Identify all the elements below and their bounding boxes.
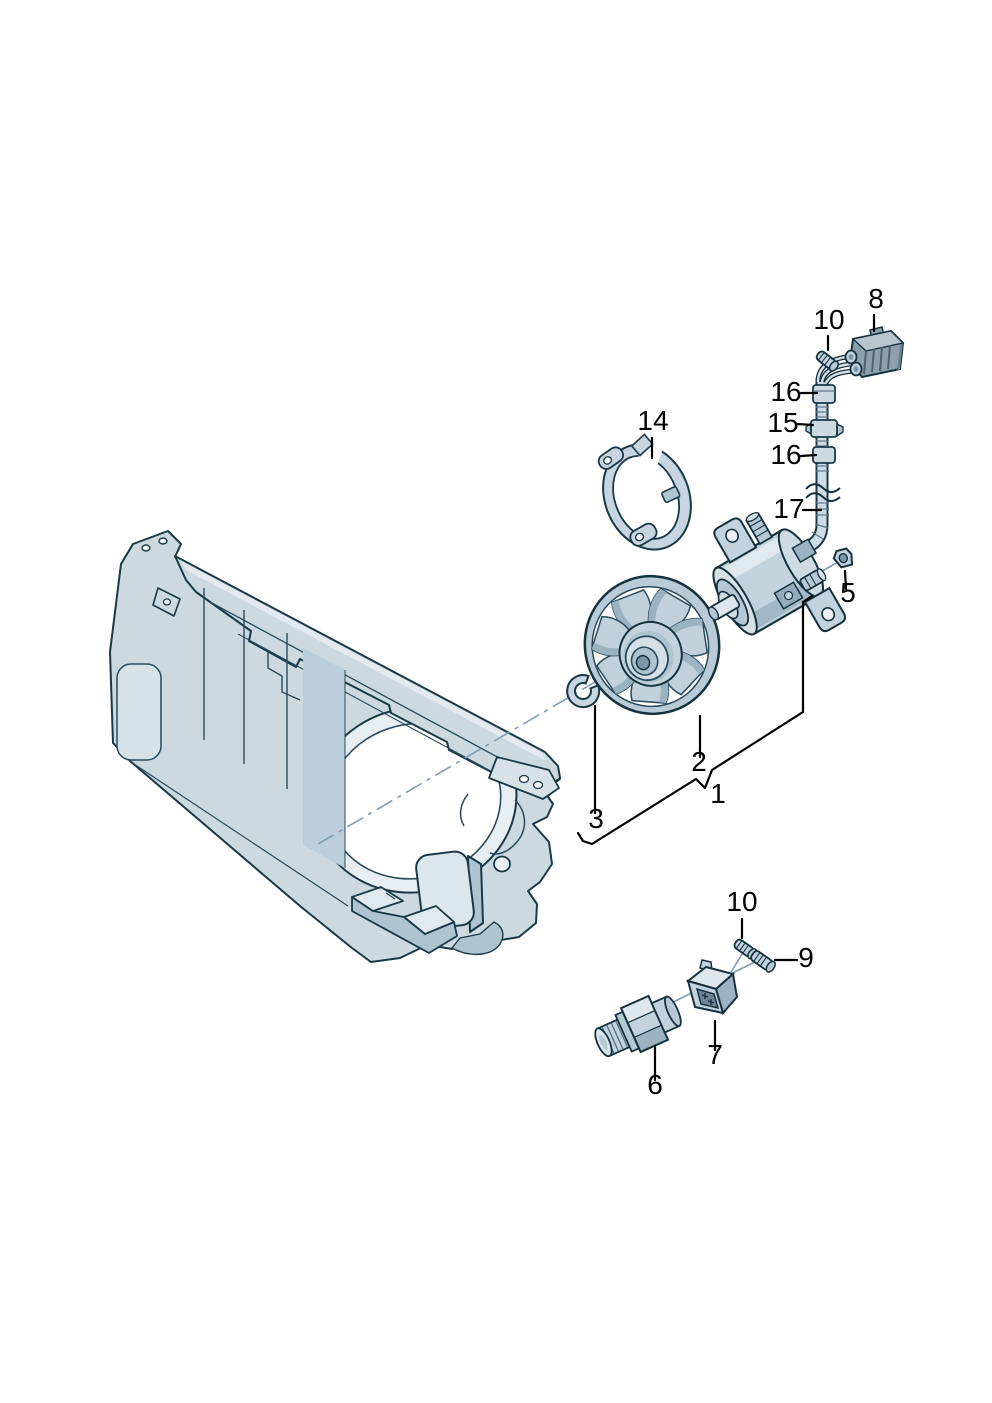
callout-label-15[interactable]: 15 [767, 407, 798, 438]
radiator-support-frame [109, 530, 561, 963]
frame-bottom-rail [351, 886, 458, 954]
callout-label-3[interactable]: 3 [588, 803, 604, 834]
callout-label-16[interactable]: 16 [770, 376, 801, 407]
callout-15-leader [795, 422, 815, 427]
cable-clips [805, 384, 844, 464]
harness-connector-part8 [844, 326, 905, 379]
callout-label-8[interactable]: 8 [868, 283, 884, 314]
callout-label-14[interactable]: 14 [637, 405, 668, 436]
callout-1-leader [576, 594, 814, 846]
cable-clip-15 [805, 419, 844, 438]
callout-label-9[interactable]: 9 [798, 942, 814, 973]
fan-hub-bore [635, 654, 651, 671]
callout-label-7[interactable]: 7 [707, 1039, 723, 1070]
callout-label-6[interactable]: 6 [647, 1069, 663, 1100]
fan-motor [707, 512, 847, 636]
circlip-part3 [566, 674, 601, 709]
switch-hex-body [619, 994, 670, 1054]
retaining-ring-part14 [597, 433, 692, 551]
conduit-break-marks [805, 483, 841, 502]
screw-part10-top [815, 350, 839, 372]
sensor-connector-part7 [685, 959, 739, 1016]
nut-part5 [832, 547, 854, 569]
callout-label-10[interactable]: 10 [813, 304, 844, 335]
callout-label-16[interactable]: 16 [770, 439, 801, 470]
screw-part9 [750, 950, 776, 973]
callout-label-5[interactable]: 5 [840, 577, 856, 608]
thermo-switch-part6 [594, 994, 682, 1058]
callout-16-leader [799, 453, 818, 458]
screw-axis-centerline [730, 950, 745, 973]
callout-label-2[interactable]: 2 [691, 746, 707, 777]
callout-label-1[interactable]: 1 [710, 778, 726, 809]
fan-wheel-part2 [583, 574, 721, 716]
callout-label-10[interactable]: 10 [726, 886, 757, 917]
callout-label-17[interactable]: 17 [773, 493, 804, 524]
callout-5-leader [843, 569, 848, 591]
